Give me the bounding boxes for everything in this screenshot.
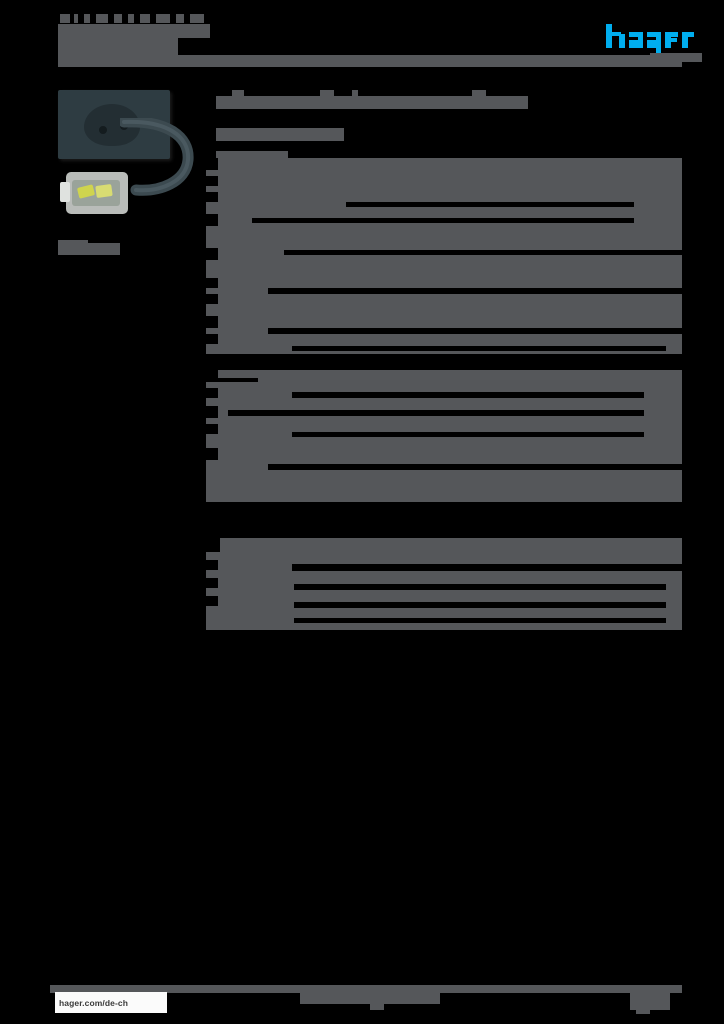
row-divider <box>292 346 666 351</box>
title-glyph <box>84 14 90 23</box>
row-divider <box>252 218 634 223</box>
spec-table-section-2 <box>206 366 682 502</box>
title-line-2 <box>58 38 178 48</box>
spec-table-section-3 <box>206 538 684 630</box>
row-divider <box>292 564 684 571</box>
row-divider <box>284 250 682 255</box>
title-glyph <box>128 14 134 23</box>
row-gap <box>206 334 218 344</box>
title-glyph <box>74 14 78 23</box>
connector-tab <box>60 182 70 202</box>
row-gap <box>206 406 218 418</box>
row-gap <box>206 278 218 288</box>
title-glyph <box>140 14 150 23</box>
footer-center-upper <box>372 987 402 996</box>
title-glyph <box>60 14 70 23</box>
row-gap <box>206 578 218 588</box>
title-line-1 <box>58 24 210 38</box>
subheading-line <box>216 128 344 141</box>
footer-center-text <box>300 993 440 1004</box>
footer-rule <box>50 985 682 993</box>
socket-pin-icon <box>99 126 107 134</box>
row-divider <box>228 410 644 416</box>
heading-line <box>216 96 528 109</box>
row-divider <box>292 432 644 437</box>
row-divider <box>294 602 666 608</box>
heading-ascender <box>352 90 358 97</box>
connector-contact-icon <box>95 183 113 199</box>
row-gap <box>206 214 218 226</box>
row-gap <box>206 424 218 434</box>
row-divider <box>292 392 644 398</box>
connector-cable <box>120 118 198 204</box>
hager-logo <box>604 24 696 54</box>
row-divider <box>206 158 218 162</box>
title-glyph <box>156 14 170 23</box>
title-glyph <box>96 14 108 23</box>
title-glyph <box>176 14 184 23</box>
footer-url-link[interactable]: hager.com/de-ch <box>55 992 167 1013</box>
row-gap <box>206 192 218 202</box>
header-rule <box>58 55 682 67</box>
footer-url-text: hager.com/de-ch <box>59 997 129 1008</box>
product-image <box>58 90 200 238</box>
row-divider <box>294 584 666 590</box>
row-divider <box>206 538 220 552</box>
heading-ascender <box>232 90 244 97</box>
title-glyph <box>114 14 122 23</box>
row-divider <box>268 288 682 294</box>
header-rule-upper <box>58 46 178 56</box>
footer-page-number-lower <box>636 1006 650 1014</box>
row-gap <box>206 294 218 304</box>
title-glyph <box>190 14 204 23</box>
footer-page-number <box>630 988 670 1010</box>
row-gap <box>206 596 218 606</box>
row-divider <box>206 378 258 382</box>
row-gap <box>206 560 218 570</box>
footer-center-lower <box>370 1003 384 1010</box>
row-gap <box>206 388 218 398</box>
row-divider <box>206 366 682 370</box>
row-gap <box>206 176 218 186</box>
section-label-1 <box>216 151 288 159</box>
heading-ascender <box>320 90 334 97</box>
figure-caption <box>58 243 120 255</box>
row-divider <box>294 618 666 623</box>
row-gap <box>206 248 218 260</box>
heading-ascender <box>472 90 486 97</box>
logo-underline <box>650 53 702 62</box>
spec-table-section-1 <box>206 158 682 354</box>
row-gap <box>206 316 218 328</box>
row-divider <box>346 202 634 207</box>
row-divider <box>268 464 682 470</box>
row-gap <box>206 448 218 460</box>
row-divider <box>268 328 682 334</box>
